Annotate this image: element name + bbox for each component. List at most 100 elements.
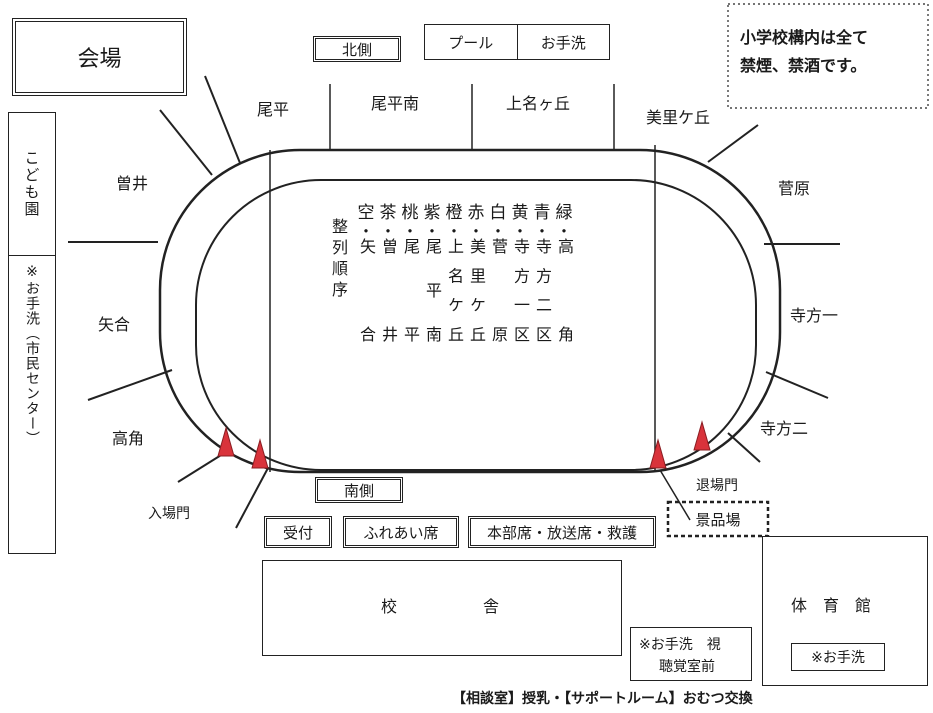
civic-restroom-label: ※お手洗（市民センター） — [24, 264, 40, 446]
district-takasumi: 高角 — [112, 429, 145, 448]
gym-restroom-label: ※お手洗 — [811, 650, 865, 666]
dot-cell: ・ — [489, 222, 506, 241]
lineup-column: 寺方二区 — [533, 238, 552, 342]
lineup-column: 寺方一区 — [511, 238, 530, 342]
prize-dotted-border — [666, 500, 770, 538]
prize-area-label: 景品場 — [695, 510, 741, 529]
hq-label: 本部席・放送席・救護 — [486, 523, 637, 542]
gymnasium: 体 育 館 ※お手洗 — [762, 536, 928, 686]
entrance-cone-2 — [251, 438, 269, 469]
pool-cell: プール — [425, 25, 518, 59]
district-misatogaoka: 美里ケ丘 — [646, 108, 711, 127]
color-cell: 青 — [533, 203, 551, 223]
district-teraho1: 寺方一 — [790, 306, 839, 325]
track-outer — [158, 148, 782, 474]
color-cell: 橙 — [445, 203, 463, 223]
hq-box: 本部席・放送席・救護 — [468, 516, 656, 548]
district-ohira: 尾平 — [257, 100, 290, 119]
color-cell: 白 — [489, 203, 507, 223]
school-building-char-1: 校 — [381, 597, 398, 616]
dot-cell: ・ — [555, 222, 572, 241]
nursing-room-note: 【相談室】授乳・【サポートルーム】おむつ交換 — [452, 691, 753, 707]
color-cell: 黄 — [511, 203, 529, 223]
dot-cell: ・ — [467, 222, 484, 241]
school-building: 校 舎 — [262, 560, 622, 656]
color-cell: 桃 — [401, 203, 419, 223]
restroom-top-cell: お手洗 — [518, 25, 610, 59]
district-sugawara: 菅原 — [778, 179, 811, 198]
reception-box: 受付 — [264, 516, 332, 548]
prize-area: 景品場 — [670, 504, 766, 534]
dot-cell: ・ — [423, 222, 440, 241]
kindergarten-label: こども園 — [22, 150, 41, 218]
divider-right-4 — [727, 432, 761, 463]
fureai-seat-label: ふれあい席 — [363, 523, 439, 542]
color-cell: 茶 — [379, 203, 397, 223]
exit-cone-1 — [649, 438, 667, 469]
color-cell: 空 — [357, 203, 375, 223]
av-restroom-line-2: 聴覚室前 — [659, 659, 715, 675]
kindergarten-cell: こども園 — [9, 113, 55, 256]
notice-line-2: 禁煙、禁酒です。 — [740, 56, 867, 75]
exit-cone-2 — [693, 420, 711, 451]
civic-restroom-cell: ※お手洗（市民センター） — [9, 256, 55, 552]
north-side-box: 北側 — [313, 36, 401, 62]
exit-pointer-line — [659, 469, 691, 521]
dot-cell: ・ — [357, 222, 374, 241]
district-yago: 矢合 — [98, 315, 131, 334]
divider-left-2 — [159, 109, 213, 176]
lineup-column: 尾平南 — [423, 238, 442, 342]
lineup-colors-row: 空 茶 桃 紫 橙 赤 白 黄 青 緑 — [355, 198, 575, 223]
district-sogai: 曽井 — [116, 174, 149, 193]
dot-cell: ・ — [511, 222, 528, 241]
track-inner — [195, 179, 757, 471]
restroom-top-label: お手洗 — [540, 33, 586, 52]
dot-cell: ・ — [401, 222, 418, 241]
reception-label: 受付 — [282, 523, 313, 542]
divider-right-3 — [765, 371, 829, 399]
lineup-columns: 矢合 曽井 尾平 尾平南 上名ケ丘 美里ケ丘 菅原 寺方一区 寺方二区 高角 — [355, 238, 575, 342]
entrance-gate-label: 入場門 — [148, 506, 190, 522]
lineup-column: 曽井 — [379, 238, 398, 342]
south-side-box: 南側 — [315, 477, 403, 503]
lineup-dots-row: ・ ・ ・ ・ ・ ・ ・ ・ ・ ・ — [355, 218, 575, 242]
lineup-column: 菅原 — [489, 238, 508, 342]
left-side-box: こども園 ※お手洗（市民センター） — [8, 112, 56, 554]
lineup-column: 高角 — [555, 238, 574, 342]
school-building-char-2: 舎 — [483, 597, 500, 616]
pool-label: プール — [448, 33, 494, 52]
heading-char: 序 — [332, 280, 349, 299]
exit-gate-label: 退場門 — [696, 478, 738, 494]
color-cell: 赤 — [467, 203, 485, 223]
divider-left-4 — [87, 369, 173, 401]
lineup-column: 尾平 — [401, 238, 420, 342]
north-side-label: 北側 — [341, 40, 372, 59]
venue-title-box: 会場 — [12, 18, 187, 96]
dot-cell: ・ — [533, 222, 550, 241]
heading-char: 整 — [332, 217, 349, 236]
gym-restroom-box: ※お手洗 — [791, 643, 885, 671]
south-side-label: 南側 — [343, 481, 374, 500]
fureai-seat-box: ふれあい席 — [343, 516, 459, 548]
gymnasium-title: 体 育 館 — [791, 596, 872, 615]
lineup-column: 美里ケ丘 — [467, 238, 486, 342]
district-ohira-minami: 尾平南 — [371, 94, 420, 113]
notice-line-1: 小学校構内は全て — [740, 28, 869, 47]
notice-text: 小学校構内は全て 禁煙、禁酒です。 — [740, 24, 868, 80]
lineup-column: 矢合 — [357, 238, 376, 342]
notice-dotted-border — [727, 3, 929, 109]
divider-left-5 — [177, 451, 227, 483]
divider-left-1 — [204, 75, 241, 164]
pool-restroom-box: プール お手洗 — [424, 24, 610, 60]
district-teraho2: 寺方二 — [760, 419, 809, 438]
divider-right-1 — [707, 124, 759, 163]
lineup-heading: 整 列 順 序 — [332, 216, 348, 300]
dot-cell: ・ — [445, 222, 462, 241]
color-cell: 紫 — [423, 203, 441, 223]
av-restroom-line-1: ※お手洗 視 — [639, 637, 721, 653]
heading-char: 列 — [332, 238, 349, 257]
lineup-column: 上名ケ丘 — [445, 238, 464, 342]
divider-left-6 — [235, 467, 269, 529]
av-room-restroom-box: ※お手洗 視 聴覚室前 — [630, 627, 752, 681]
